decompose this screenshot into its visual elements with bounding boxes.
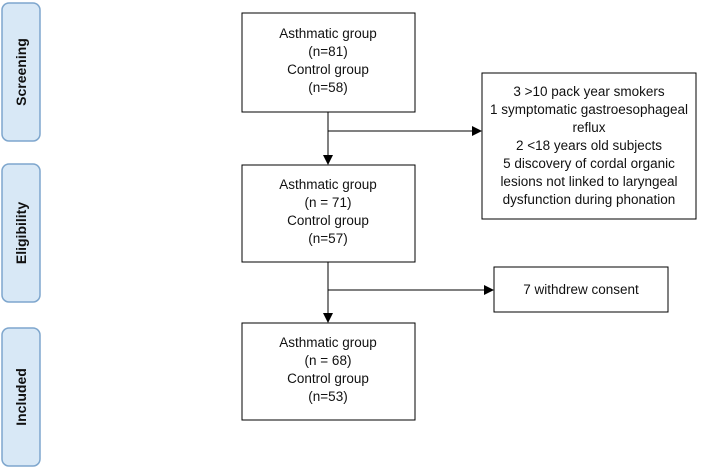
- eligibility-box: Asthmatic group (n = 71) Control group (…: [241, 164, 416, 263]
- stage-eligibility: Eligibility: [1, 163, 41, 303]
- stage-included-label: Included: [13, 368, 29, 426]
- exclusion-box-line: reflux: [572, 120, 605, 135]
- included-box-line: Asthmatic group: [279, 335, 377, 350]
- exclusion-box-line: 3 >10 pack year smokers: [513, 84, 664, 99]
- included-box: Asthmatic group (n = 68) Control group (…: [241, 322, 416, 421]
- included-box-line: Control group: [287, 371, 369, 386]
- included-box-line: (n = 68): [305, 353, 352, 368]
- eligibility-box-line: Control group: [287, 213, 369, 228]
- exclusion-box: 3 >10 pack year smokers 1 symptomatic ga…: [481, 72, 697, 220]
- stage-screening: Screening: [1, 2, 41, 142]
- stage-included: Included: [1, 327, 41, 467]
- eligibility-box-line: (n = 71): [305, 195, 352, 210]
- screening-box-line: (n=81): [308, 44, 347, 59]
- withdrawal-box-line: 7 withdrew consent: [523, 282, 639, 297]
- screening-box-line: Asthmatic group: [279, 26, 377, 41]
- eligibility-box-line: Asthmatic group: [279, 177, 377, 192]
- exclusion-box-line: lesions not linked to laryngeal: [500, 174, 677, 189]
- exclusion-box-line: dysfunction during phonation: [503, 192, 676, 207]
- included-box-line: (n=53): [308, 389, 347, 404]
- exclusion-box-line: 1 symptomatic gastroesophageal: [490, 102, 688, 117]
- withdrawal-box: 7 withdrew consent: [493, 266, 669, 313]
- stage-eligibility-label: Eligibility: [13, 202, 29, 264]
- exclusion-box-line: 2 <18 years old subjects: [516, 138, 662, 153]
- stage-screening-label: Screening: [13, 38, 29, 106]
- exclusion-box-line: 5 discovery of cordal organic: [503, 156, 675, 171]
- eligibility-box-line: (n=57): [308, 231, 347, 246]
- screening-box-line: (n=58): [308, 80, 347, 95]
- screening-box: Asthmatic group (n=81) Control group (n=…: [241, 12, 416, 113]
- screening-box-line: Control group: [287, 62, 369, 77]
